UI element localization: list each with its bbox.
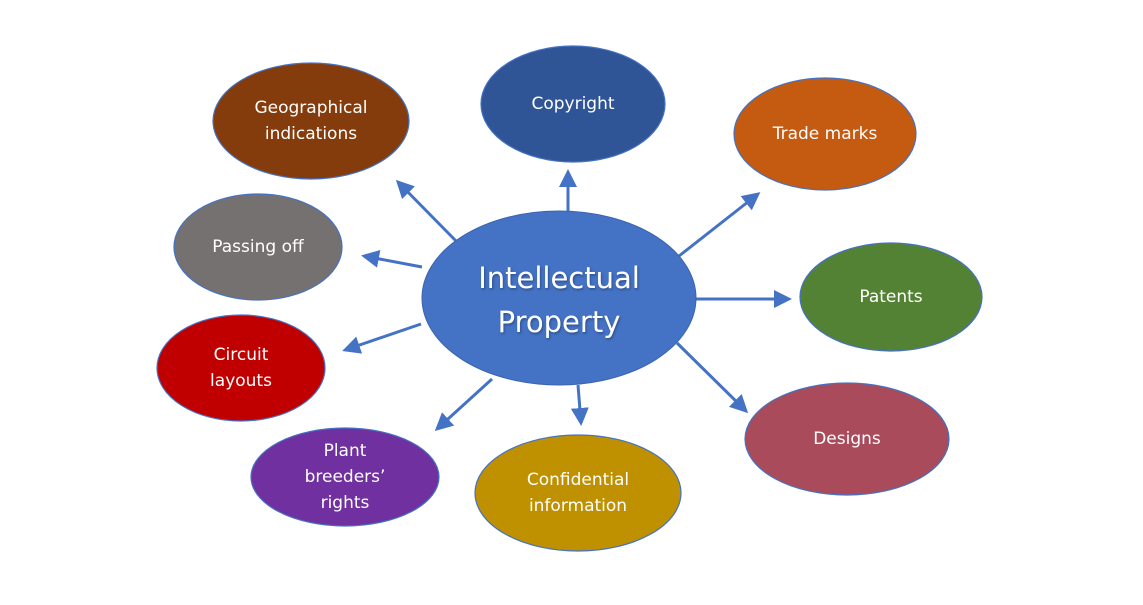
node-label: breeders’	[305, 467, 386, 487]
node-trade-marks: Trade marks	[733, 77, 917, 191]
arrow-to-circuit-layouts	[342, 322, 422, 354]
node-ellipse	[212, 62, 410, 180]
node-circuit-layouts: Circuit layouts	[156, 314, 326, 422]
node-label: Trade marks	[772, 124, 878, 144]
node-label: Confidential	[527, 470, 629, 490]
node-label: information	[529, 496, 627, 516]
node-designs: Designs	[744, 382, 950, 496]
node-plant-breeders-rights: Plant breeders’ rights	[250, 427, 440, 527]
center-label: Intellectual	[478, 261, 640, 295]
node-label: Circuit	[214, 345, 269, 365]
node-ellipse	[480, 45, 666, 163]
node-ellipse	[156, 314, 326, 422]
arrow-to-designs	[675, 341, 749, 414]
arrow-to-trade-marks	[678, 192, 761, 258]
node-copyright: Copyright	[480, 45, 666, 163]
node-label: Copyright	[531, 94, 614, 114]
node-ellipse	[173, 193, 343, 301]
node-ellipse	[799, 242, 983, 352]
node-patents: Patents	[799, 242, 983, 352]
node-passing-off: Passing off	[173, 193, 343, 301]
node-label: rights	[321, 493, 370, 513]
node-label: Geographical	[254, 98, 367, 118]
arrow-to-plant-breeders-rights	[434, 377, 494, 432]
node-ellipse	[744, 382, 950, 496]
node-label: layouts	[210, 371, 272, 391]
arrow-to-geographical-indications	[395, 179, 459, 244]
node-intellectual-property: Intellectual Property	[421, 210, 697, 386]
node-confidential-information: Confidential information	[474, 434, 682, 552]
center-label: Property	[498, 305, 621, 339]
node-ellipse	[250, 427, 440, 527]
node-geographical-indications: Geographical indications	[212, 62, 410, 180]
node-ellipse	[474, 434, 682, 552]
node-label: Designs	[813, 429, 881, 449]
node-ellipse	[733, 77, 917, 191]
center-ellipse	[421, 210, 697, 386]
arrows	[342, 169, 792, 432]
node-label: Plant	[324, 441, 367, 461]
node-label: Passing off	[212, 237, 305, 257]
node-label: Patents	[859, 287, 922, 307]
node-label: indications	[265, 124, 357, 144]
arrow-to-confidential-information	[570, 384, 589, 426]
arrow-to-passing-off	[361, 249, 423, 269]
